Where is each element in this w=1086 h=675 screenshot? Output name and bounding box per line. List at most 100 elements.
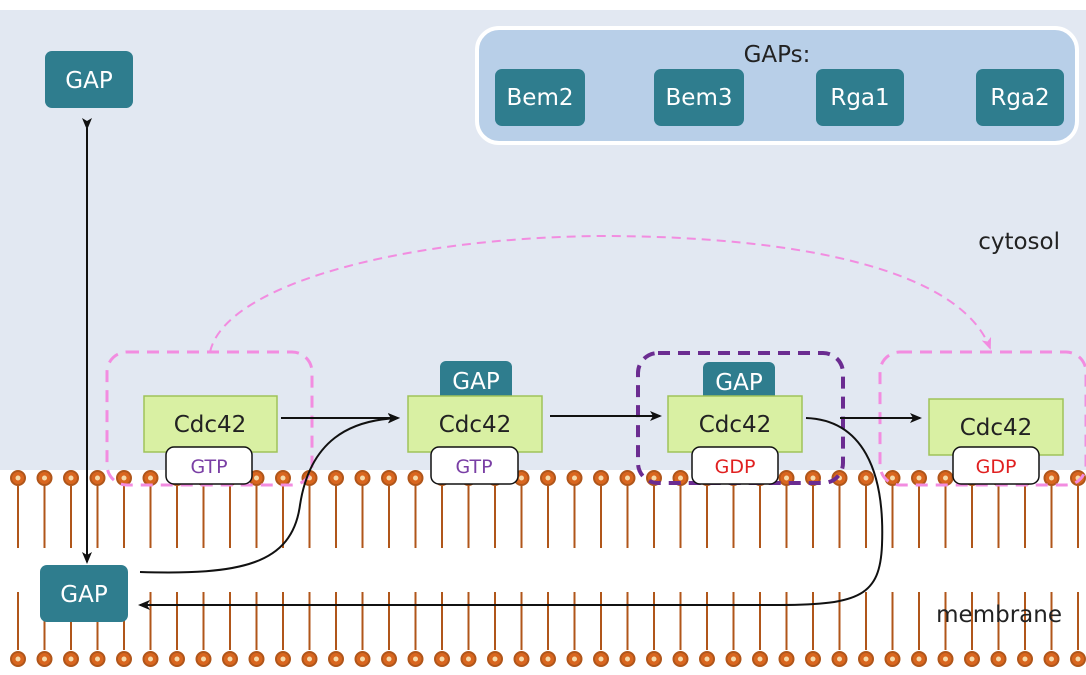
lipid-head-center (174, 656, 180, 662)
gap-release-arrow (138, 417, 884, 610)
cdc42-label: Cdc42 (699, 412, 772, 438)
lipid-head-center (439, 656, 445, 662)
lipid-head-center (15, 475, 21, 481)
gap-recruitment-arrow (139, 413, 400, 574)
lipid-head-center (519, 475, 524, 481)
lipid-head-center (863, 475, 869, 481)
gaps-item-label: Rga1 (830, 85, 889, 111)
lipid-head-center (95, 656, 100, 662)
gaps-panel-title: GAPs: (744, 42, 811, 68)
lipid-head-center (519, 656, 524, 662)
lipid-head-center (1075, 656, 1081, 662)
nucleotide-label: GTP (190, 456, 227, 478)
nucleotide-label: GTP (455, 456, 492, 478)
cytosol-label: cytosol (978, 229, 1060, 255)
lipid-head-center (42, 656, 47, 662)
gap-label: GAP (60, 582, 108, 608)
nucleotide-label: GDP (976, 456, 1017, 478)
nucleotide-badge (165, 446, 253, 485)
gaps-item-rga2: Rga2 (976, 69, 1064, 126)
lipid-head-center (466, 656, 471, 662)
gaps-item-label: Bem2 (507, 85, 574, 111)
lipid-head-center (254, 475, 259, 481)
lipid-head-center (837, 656, 842, 662)
lipid-head-center (280, 656, 286, 662)
lipid-bilayer (10, 470, 1086, 667)
gaps-panel: GAPs: Bem2 Bem3 Rga1 Rga2 (475, 26, 1079, 145)
bound-gap-badge (703, 362, 775, 402)
gap-membrane: GAP (40, 565, 128, 622)
lipid-head-center (386, 475, 392, 481)
lipid-head-center (254, 656, 259, 662)
membrane-label: membrane (936, 602, 1062, 628)
lipid-head-center (42, 475, 47, 481)
lipid-head-center (413, 475, 418, 481)
gaps-item-rga1: Rga1 (816, 69, 904, 126)
gaps-item-label: Bem3 (666, 85, 733, 111)
bound-gap-label: GAP (452, 369, 500, 395)
lipid-head-center (678, 656, 683, 662)
lipid-head-center (95, 475, 100, 481)
lipid-head-center (598, 656, 604, 662)
lipid-head-center (810, 475, 816, 481)
nucleotide-badge (952, 446, 1040, 485)
lipid-head-center (651, 656, 657, 662)
cdc42-state-2: GAP Cdc42 GTP (407, 361, 543, 485)
lipid-head-center (810, 656, 816, 662)
lipid-head-center (333, 475, 339, 481)
lipid-head-center (386, 656, 392, 662)
lipid-head-center (68, 656, 74, 662)
lipid-head-center (704, 656, 710, 662)
lipid-head-center (678, 475, 683, 481)
lipid-head-center (545, 656, 551, 662)
lipid-head-center (15, 656, 21, 662)
cdc42-label: Cdc42 (960, 415, 1033, 441)
lipid-head-center (280, 475, 286, 481)
gaps-item-label: Rga2 (990, 85, 1049, 111)
lipid-head-center (863, 656, 869, 662)
lipid-head-center (916, 656, 922, 662)
lipid-head-center (784, 656, 789, 662)
lipid-head-center (784, 475, 789, 481)
gaps-item-bem2: Bem2 (495, 69, 585, 126)
gap-cytosolic: GAP (45, 51, 133, 108)
gap-label: GAP (65, 68, 113, 94)
lipid-head-center (572, 656, 577, 662)
cdc42-state-4: Cdc42 GDP (928, 398, 1064, 485)
nucleotide-badge (430, 446, 519, 485)
lipid-head-center (598, 475, 604, 481)
lipid-head-center (148, 475, 153, 481)
lipid-head-center (1049, 656, 1054, 662)
lipid-head-center (360, 475, 365, 481)
nucleotide-label: GDP (715, 456, 756, 478)
bound-gap-badge (440, 361, 512, 401)
cdc42-label: Cdc42 (174, 412, 247, 438)
lipid-head-center (545, 475, 551, 481)
lipid-head-center (625, 656, 630, 662)
lipid-head-center (201, 656, 206, 662)
lipid-head-center (1049, 475, 1054, 481)
lipid-head-center (943, 656, 948, 662)
lipid-head-center (307, 656, 312, 662)
lipid-head-center (969, 656, 975, 662)
lipid-head-center (731, 656, 736, 662)
lipid-head-center (68, 475, 74, 481)
nucleotide-badge (691, 446, 779, 485)
lipid-head-center (572, 475, 577, 481)
lipid-head-center (360, 656, 365, 662)
lipid-head-center (492, 656, 498, 662)
lipid-head-center (757, 656, 763, 662)
lipid-head-center (890, 475, 895, 481)
lipid-head-center (121, 475, 127, 481)
gaps-item-bem3: Bem3 (654, 69, 744, 126)
lipid-head-center (413, 656, 418, 662)
lipid-head-center (651, 475, 657, 481)
lipid-head-center (333, 656, 339, 662)
lipid-head-center (890, 656, 895, 662)
lipid-head-center (121, 656, 127, 662)
lipid-head-center (625, 475, 630, 481)
cdc42-label: Cdc42 (439, 412, 512, 438)
cdc42-state-1: Cdc42 GTP (143, 395, 278, 485)
lipid-head-center (227, 656, 233, 662)
